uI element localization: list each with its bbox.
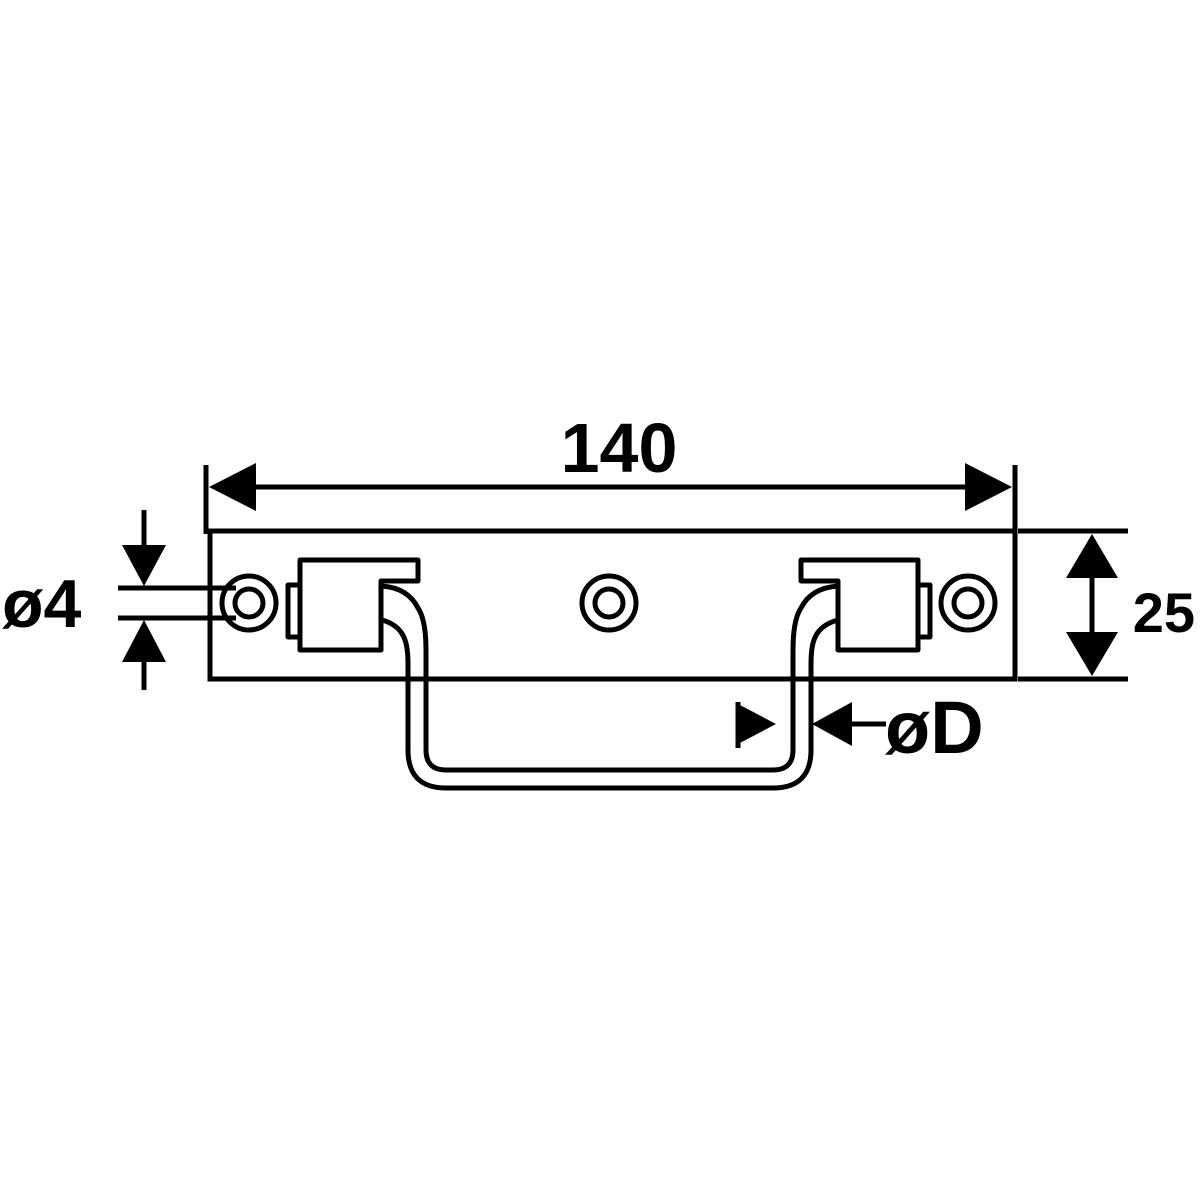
bow-handle xyxy=(379,583,841,791)
arrowhead-handle-left xyxy=(738,704,776,744)
height-label: 25 xyxy=(1133,581,1195,644)
handle-diameter-label: øD xyxy=(885,686,984,769)
handle-outer-edge xyxy=(379,583,841,773)
dimension-handle-diameter: øD xyxy=(735,686,984,769)
bracket-left xyxy=(285,557,421,653)
dimension-hole-diameter: ø4 xyxy=(2,510,236,690)
plate-outline xyxy=(207,528,1018,682)
arrowhead-right xyxy=(965,463,1012,511)
arrowhead-hole-top xyxy=(122,545,166,586)
arrowhead-handle-right xyxy=(812,702,852,746)
arrowhead-bottom xyxy=(1066,632,1118,676)
dimension-length: 140 xyxy=(203,409,1018,534)
dimension-height: 25 xyxy=(1018,528,1195,682)
screw-hole-right xyxy=(938,573,998,633)
hole-diameter-label: ø4 xyxy=(2,566,82,642)
handle-inner-edge xyxy=(379,617,841,791)
screw-holes xyxy=(219,573,998,633)
arrowhead-top xyxy=(1066,534,1118,578)
arrowhead-left xyxy=(209,463,256,511)
length-label: 140 xyxy=(561,409,678,487)
base-plate xyxy=(207,528,1018,682)
screw-hole-left xyxy=(219,573,279,633)
arrowhead-hole-bottom xyxy=(122,620,166,662)
screw-hole-center xyxy=(579,573,639,633)
bracket-right xyxy=(798,557,933,653)
